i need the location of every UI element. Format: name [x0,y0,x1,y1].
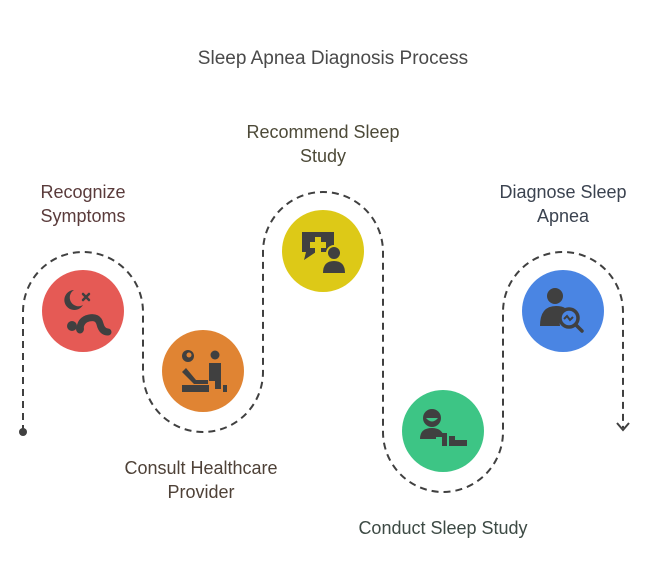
step-1-label-line1: Recognize [40,182,126,202]
step-5-label-line1: Diagnose Sleep [499,182,627,202]
step-5-label-line2: Apnea [536,206,590,226]
step-1-circle [42,270,124,352]
path-start-dot [19,428,27,436]
step-4-label: Conduct Sleep Study [330,516,556,540]
step-1-label: Recognize Symptoms [8,180,158,228]
step-3-label-line2: Study [299,146,347,166]
step-4-circle [402,390,484,472]
step-3-label: Recommend Sleep Study [222,120,424,168]
step-2-label-line1: Consult Healthcare [124,458,278,478]
step-1-label-line2: Symptoms [40,206,126,226]
step-5-label: Diagnose Sleep Apnea [478,180,648,228]
step-2-label-line2: Provider [167,482,235,502]
dashed-connector [22,191,624,493]
step-2-label: Consult Healthcare Provider [100,456,302,504]
path-end-arrow [616,422,630,432]
medical-chat-icon [302,232,345,273]
step-3-circle [282,210,364,292]
sleep-disorder-icon [64,290,112,336]
patient-bed-icon [420,409,467,446]
person-analysis-icon [540,288,584,333]
diagram-title: Sleep Apnea Diagnosis Process [197,48,469,69]
doctor-consultation-icon [182,350,227,392]
step-3-label-line1: Recommend Sleep [246,122,400,142]
step-4-label-line1: Conduct Sleep Study [358,518,528,538]
step-5-circle [522,270,604,352]
step-2-circle [162,330,244,412]
